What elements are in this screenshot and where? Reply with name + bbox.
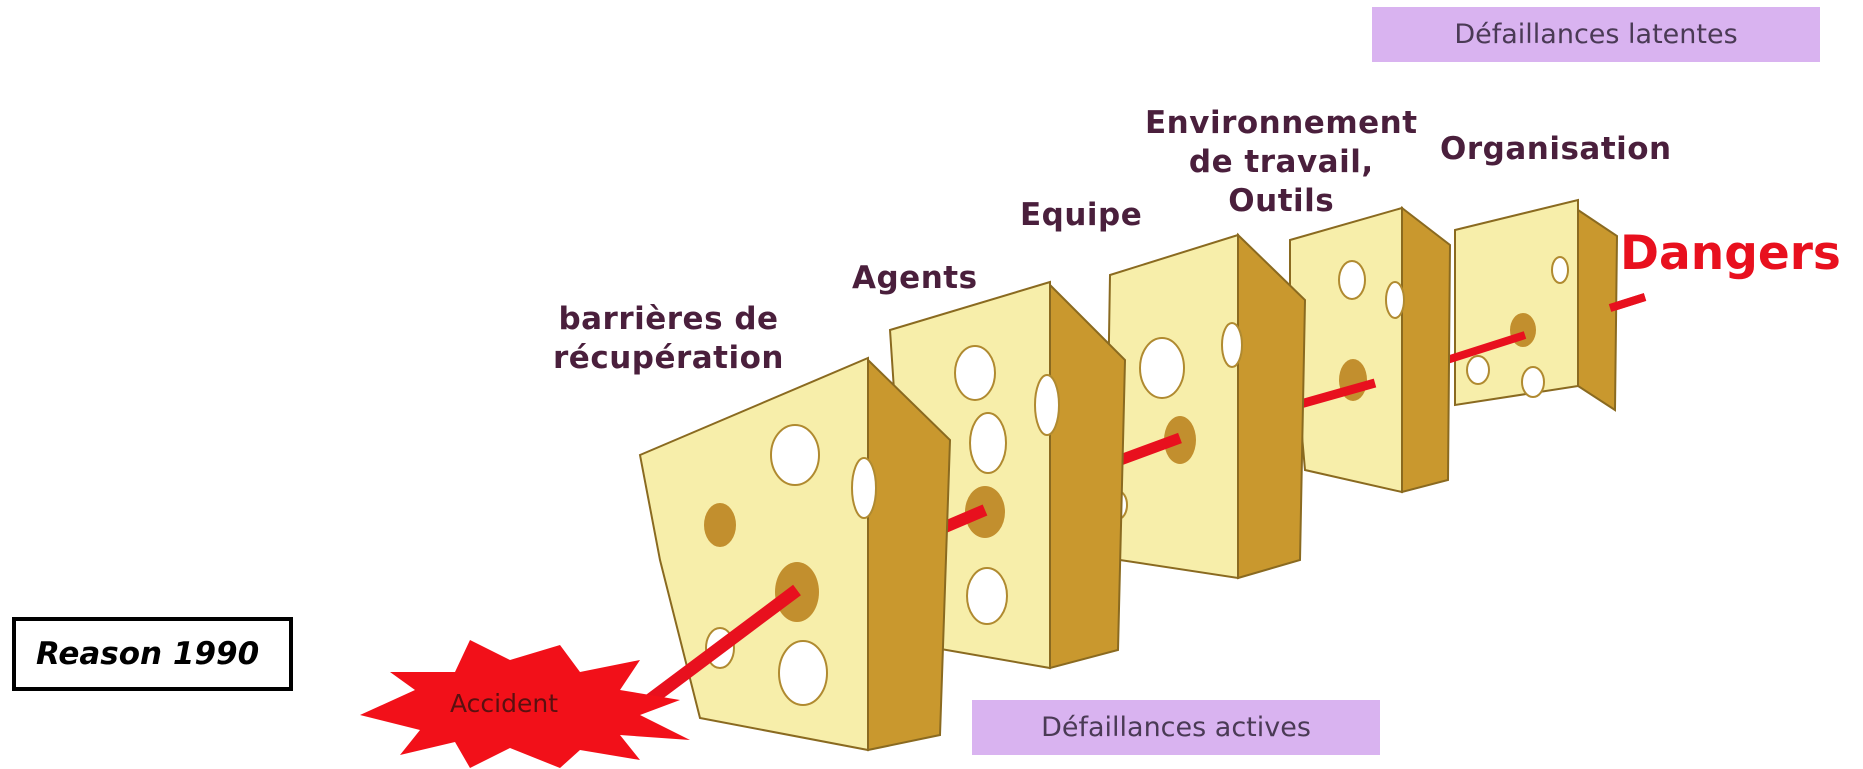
citation-box: Reason 1990 [12,617,293,691]
dangers-label: Dangers [1620,228,1841,280]
label-environnement: Environnement de travail, Outils [1145,104,1418,221]
cheese-hole [1386,282,1404,318]
label-line: Equipe [1020,196,1142,235]
label-line: Agents [852,259,978,298]
cheese-hole [967,568,1007,624]
cheese-hole [1140,338,1184,398]
latent-failures-box: Défaillances latentes [1372,7,1820,62]
cheese-hole [771,425,819,485]
cheese-hole [779,641,827,705]
label-organisation: Organisation [1440,130,1672,169]
label-line: Outils [1145,182,1418,221]
label-line: Environnement [1145,104,1418,143]
latent-failures-label: Défaillances latentes [1454,19,1737,50]
label-line: de travail, [1145,143,1418,182]
active-failures-label: Défaillances actives [1041,712,1311,743]
cheese-slice-barrieres [640,358,950,750]
cheese-hole [1222,323,1242,367]
label-barrieres: barrières de récupération [553,300,784,378]
cheese-hole [1467,356,1489,384]
cheese-slice-organisation [1455,200,1617,410]
label-line: barrières de [553,300,784,339]
cheese-hole [970,413,1006,473]
cheese-slice-equipe [1108,235,1305,578]
cheese-hole [1522,367,1544,397]
label-line: récupération [553,339,784,378]
accident-label: Accident [450,689,558,718]
citation-text: Reason 1990 [36,636,259,672]
label-line: Organisation [1440,130,1672,169]
cheese-hole [704,503,736,547]
active-failures-box: Défaillances actives [972,700,1380,755]
cheese-hole [1339,261,1365,299]
cheese-hole [1552,257,1568,283]
cheese-hole [1035,375,1059,435]
cheese-hole [852,458,876,518]
label-agents: Agents [852,259,978,298]
cheese-slice-environnement [1290,208,1450,492]
label-equipe: Equipe [1020,196,1142,235]
cheese-hole [955,346,995,400]
